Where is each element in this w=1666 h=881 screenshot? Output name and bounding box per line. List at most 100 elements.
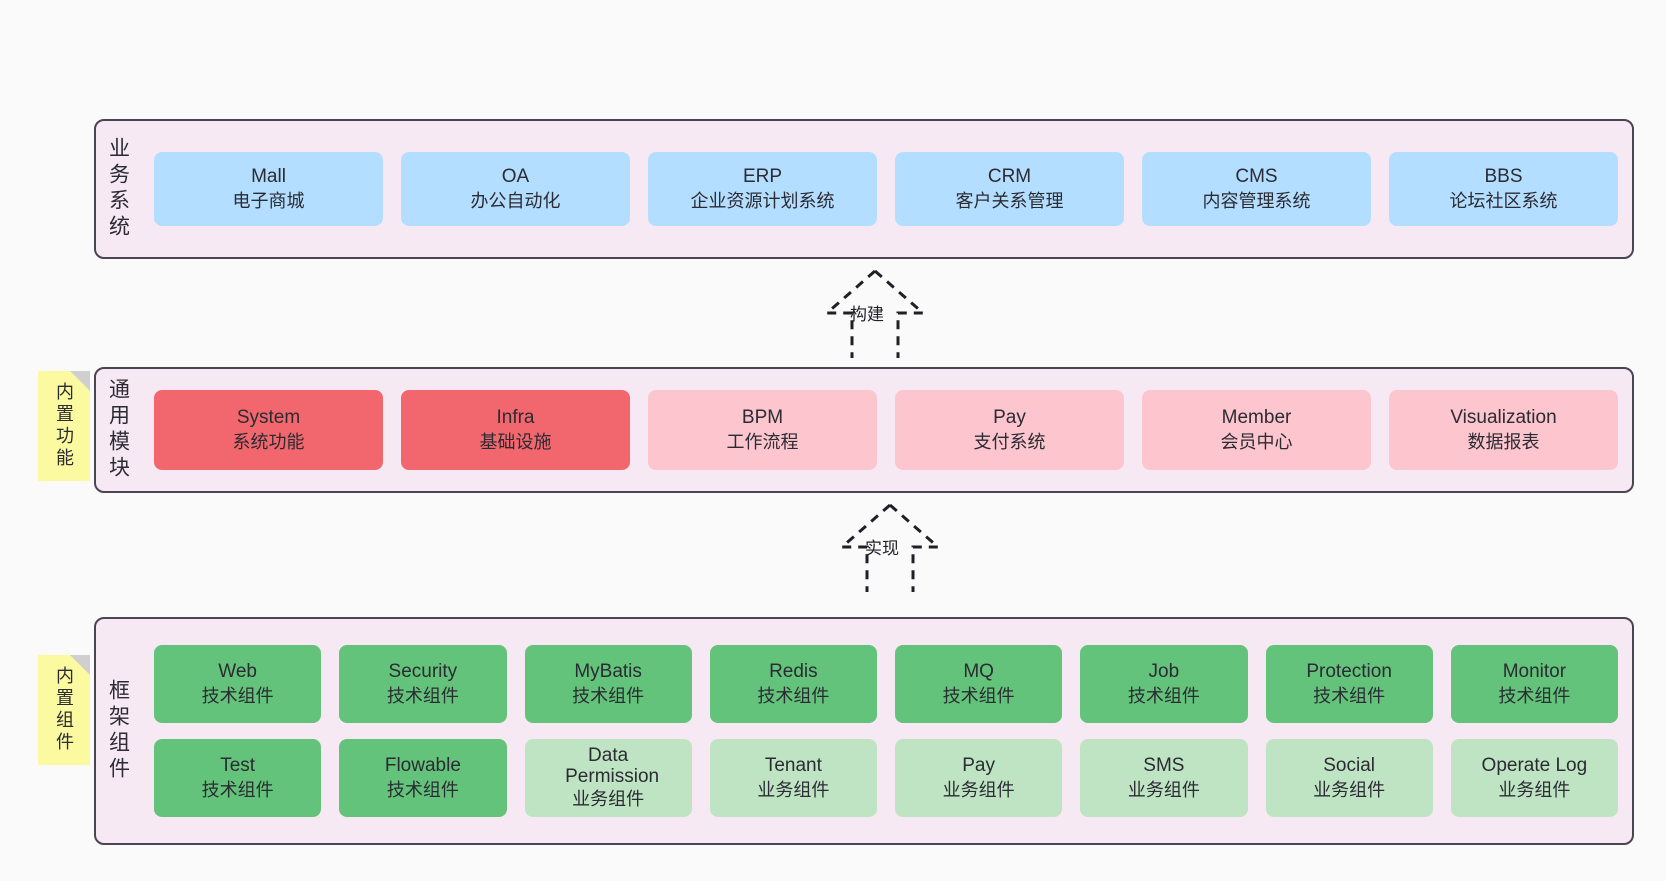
card-visualization[interactable]: Visualization 数据报表	[1389, 390, 1618, 470]
card-title-en: Social	[1323, 755, 1375, 777]
card-title-cn: 技术组件	[201, 779, 274, 800]
card-crm[interactable]: CRM 客户关系管理	[895, 152, 1124, 226]
note-text: 内置组件	[54, 666, 74, 754]
layer-title-text: 业务系统	[106, 137, 130, 241]
card-job[interactable]: Job 技术组件	[1080, 645, 1248, 723]
layer-common-module: 通用模块 System 系统功能 Infra 基础设施 BPM 工作流程 Pay	[94, 367, 1634, 493]
card-oa[interactable]: OA 办公自动化	[401, 152, 630, 226]
card-social[interactable]: Social 业务组件	[1265, 739, 1433, 817]
card-system[interactable]: System 系统功能	[154, 390, 383, 470]
card-title-en: CMS	[1235, 166, 1278, 188]
card-title-en: MyBatis	[574, 661, 642, 683]
card-title-en: BPM	[741, 407, 784, 429]
card-infra[interactable]: Infra 基础设施	[401, 390, 630, 470]
card-mall[interactable]: Mall 电子商城	[154, 152, 383, 226]
layer-body-business-system: Mall 电子商城 OA 办公自动化 ERP 企业资源计划系统 CRM 客户关系…	[140, 121, 1632, 257]
card-title-en: Security	[388, 661, 458, 683]
card-title-cn: 企业资源计划系统	[690, 190, 835, 211]
card-member[interactable]: Member 会员中心	[1142, 390, 1371, 470]
card-title-cn: 支付系统	[973, 431, 1046, 452]
note-text: 内置功能	[54, 382, 74, 470]
note-fold-icon	[70, 655, 90, 675]
card-pay-component[interactable]: Pay 业务组件	[895, 739, 1063, 817]
card-title-en: BBS	[1484, 166, 1523, 188]
card-tenant[interactable]: Tenant 业务组件	[709, 739, 877, 817]
note-builtin-function: 内置功能	[38, 371, 90, 481]
card-test[interactable]: Test 技术组件	[154, 739, 322, 817]
layer-title-business-system: 业务系统	[96, 121, 140, 257]
card-redis[interactable]: Redis 技术组件	[709, 645, 877, 723]
card-title-cn: 技术组件	[1498, 685, 1571, 706]
card-title-en: Redis	[769, 661, 818, 683]
card-row: Web 技术组件 Security 技术组件 MyBatis 技术组件 Redi…	[154, 645, 1618, 723]
card-operate-log[interactable]: Operate Log 业务组件	[1450, 739, 1618, 817]
card-title-en: ERP	[742, 166, 783, 188]
connector-build-label: 构建	[850, 305, 884, 324]
card-title-cn: 客户关系管理	[955, 190, 1064, 211]
card-erp[interactable]: ERP 企业资源计划系统	[648, 152, 877, 226]
layer-title-text: 通用模块	[106, 378, 130, 482]
card-title-en: Tenant	[764, 755, 822, 777]
card-title-cn: 技术组件	[386, 779, 459, 800]
card-title-cn: 技术组件	[386, 685, 459, 706]
card-bpm[interactable]: BPM 工作流程	[648, 390, 877, 470]
card-mybatis[interactable]: MyBatis 技术组件	[524, 645, 692, 723]
card-title-cn: 电子商城	[232, 190, 305, 211]
card-title-en: SMS	[1143, 755, 1185, 777]
card-title-en: Test	[220, 755, 256, 777]
card-title-en: Protection	[1306, 661, 1392, 683]
layer-body-common-module: System 系统功能 Infra 基础设施 BPM 工作流程 Pay 支付系统…	[140, 369, 1632, 491]
card-row: System 系统功能 Infra 基础设施 BPM 工作流程 Pay 支付系统…	[154, 390, 1618, 470]
card-title-en: Flowable	[384, 755, 461, 777]
card-title-cn: 工作流程	[726, 431, 799, 452]
card-title-en: Operate Log	[1481, 755, 1588, 777]
card-title-cn: 技术组件	[757, 685, 830, 706]
card-data-permission[interactable]: Data Permission 业务组件	[524, 739, 692, 817]
card-protection[interactable]: Protection 技术组件	[1265, 645, 1433, 723]
card-title-cn: 技术组件	[201, 685, 274, 706]
card-bbs[interactable]: BBS 论坛社区系统	[1389, 152, 1618, 226]
card-cms[interactable]: CMS 内容管理系统	[1142, 152, 1371, 226]
card-title-en: Web	[218, 661, 257, 683]
card-security[interactable]: Security 技术组件	[339, 645, 507, 723]
card-row: Test 技术组件 Flowable 技术组件 Data Permission …	[154, 739, 1618, 817]
card-title-en: MQ	[963, 661, 994, 683]
layer-title-framework-component: 框架组件	[96, 619, 140, 843]
card-title-cn: 论坛社区系统	[1449, 190, 1558, 211]
card-title-cn: 数据报表	[1467, 431, 1540, 452]
card-monitor[interactable]: Monitor 技术组件	[1450, 645, 1618, 723]
layer-business-system: 业务系统 Mall 电子商城 OA 办公自动化 ERP 企业资源计划系统 CRM	[94, 119, 1634, 259]
layer-title-common-module: 通用模块	[96, 369, 140, 491]
layer-body-framework-component: Web 技术组件 Security 技术组件 MyBatis 技术组件 Redi…	[140, 619, 1632, 843]
layer-framework-component: 框架组件 Web 技术组件 Security 技术组件 MyBatis 技术组件…	[94, 617, 1634, 845]
card-title-cn: 技术组件	[1313, 685, 1386, 706]
card-title-cn: 系统功能	[232, 431, 305, 452]
card-title-en: OA	[501, 166, 530, 188]
layer-title-text: 框架组件	[106, 679, 130, 783]
card-flowable[interactable]: Flowable 技术组件	[339, 739, 507, 817]
connector-implement: 实现	[815, 502, 965, 592]
note-fold-icon	[70, 371, 90, 391]
card-title-cn: 基础设施	[479, 431, 552, 452]
card-title-cn: 技术组件	[942, 685, 1015, 706]
card-mq[interactable]: MQ 技术组件	[895, 645, 1063, 723]
connector-build: 构建	[800, 268, 950, 358]
card-title-cn: 业务组件	[1498, 779, 1571, 800]
card-title-en: Pay	[993, 407, 1026, 429]
card-title-cn: 办公自动化	[470, 190, 561, 211]
card-title-cn: 业务组件	[942, 779, 1015, 800]
card-web[interactable]: Web 技术组件	[154, 645, 322, 723]
card-title-cn: 业务组件	[1313, 779, 1386, 800]
card-sms[interactable]: SMS 业务组件	[1080, 739, 1248, 817]
card-title-en: Pay	[962, 755, 995, 777]
card-title-en: Member	[1221, 407, 1292, 429]
card-title-en: System	[236, 407, 301, 429]
card-title-cn: 技术组件	[572, 685, 645, 706]
card-title-en: CRM	[987, 166, 1032, 188]
card-title-en: Job	[1148, 661, 1180, 683]
card-row: Mall 电子商城 OA 办公自动化 ERP 企业资源计划系统 CRM 客户关系…	[154, 152, 1618, 226]
card-title-cn: 业务组件	[1127, 779, 1200, 800]
card-pay[interactable]: Pay 支付系统	[895, 390, 1124, 470]
connector-implement-label: 实现	[865, 539, 899, 558]
